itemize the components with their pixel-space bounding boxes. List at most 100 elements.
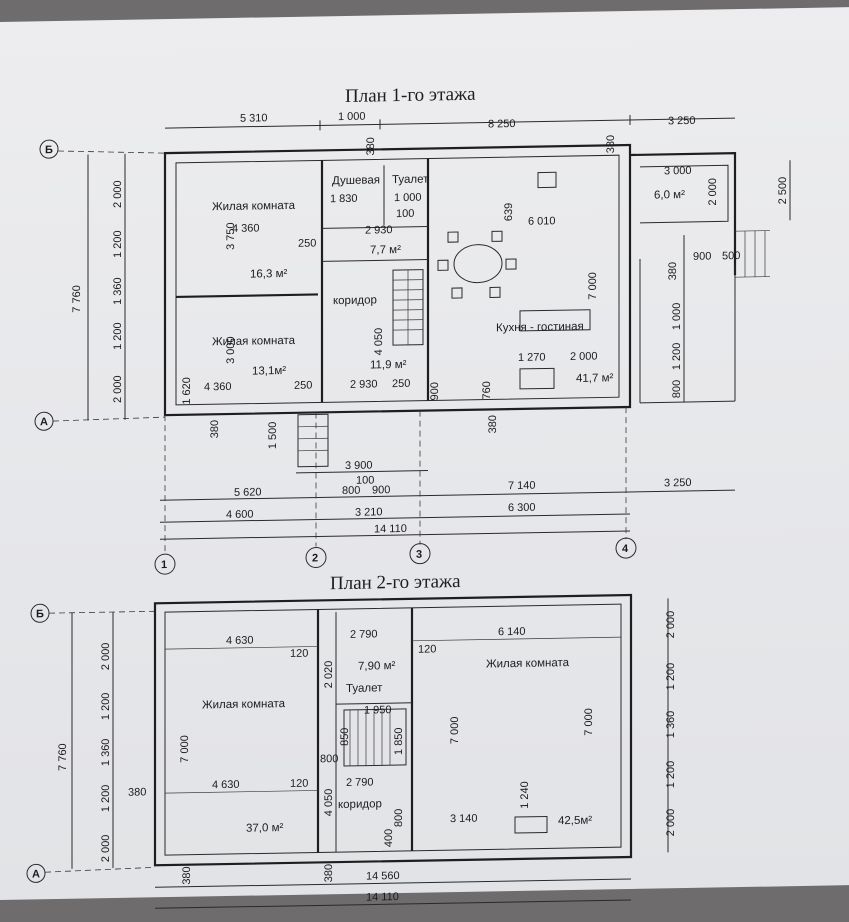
dim-line-bottom-3 xyxy=(160,513,630,523)
misc-dim: 120 xyxy=(418,643,436,655)
dim-top-4: 3 250 xyxy=(668,115,696,127)
sofa xyxy=(519,309,591,332)
room-area: 7,90 м² xyxy=(358,660,395,673)
room-dim: 2 790 xyxy=(346,776,374,788)
room-dim: 4 360 xyxy=(204,381,232,393)
misc-dim: 250 xyxy=(298,237,316,249)
axis-b-label-2: Б xyxy=(36,608,44,620)
dim-right-2-3: 1 360 xyxy=(665,711,677,739)
room-label: Кухня - гостиная xyxy=(496,321,584,335)
misc-dim: 900 xyxy=(429,382,441,401)
room-dim: 7 000 xyxy=(449,716,461,744)
dim-left-2-2: 1 200 xyxy=(100,693,112,721)
misc-dim: 380 xyxy=(365,137,377,156)
room-dim: 850 xyxy=(339,728,351,747)
dim-right-2-5: 2 000 xyxy=(665,809,677,837)
misc-dim: 800 xyxy=(393,809,405,828)
room-dim: 4 630 xyxy=(226,635,254,647)
axis-a-line xyxy=(52,416,166,422)
axis-b-marker xyxy=(39,139,59,159)
room-dim: 7 000 xyxy=(583,708,595,736)
axis-3-label: 3 xyxy=(416,549,422,561)
dim-bottom: 3 210 xyxy=(355,506,383,518)
stove xyxy=(537,171,557,189)
misc-dim: 900 xyxy=(693,251,711,263)
staircase-floor2 xyxy=(343,708,407,767)
wall-wc xyxy=(322,226,428,229)
room-dim: 1 240 xyxy=(519,781,531,809)
axis-2-label: 2 xyxy=(312,552,318,564)
room-dim: 2 930 xyxy=(365,224,393,236)
misc-dim: 1 200 xyxy=(671,343,683,371)
misc-dim: 380 xyxy=(323,864,335,883)
room-area: 37,0 м² xyxy=(246,822,283,835)
dim-left-2-3: 1 360 xyxy=(100,739,112,767)
gridline xyxy=(165,790,318,794)
dim-bottom: 800 xyxy=(342,485,360,497)
axis-a-marker-2 xyxy=(26,863,46,883)
dim-left-total-2: 7 760 xyxy=(57,743,69,771)
room-label: Туалет xyxy=(392,174,429,187)
floor-plans-drawing: План 1-го этажа 5 310 1 000 8 250 3 250 … xyxy=(26,84,791,909)
axis-4-label: 4 xyxy=(622,543,629,555)
room-dim: 2 000 xyxy=(570,351,598,363)
axis-a-label: А xyxy=(40,416,48,428)
room-label: Жилая комната xyxy=(212,200,296,213)
floor2-outer-wall xyxy=(153,593,633,867)
dim-left-total: 7 760 xyxy=(71,285,83,313)
dim-bottom: 5 620 xyxy=(234,486,262,498)
right-steps xyxy=(735,230,770,278)
floor1-top-dimension-line xyxy=(165,117,735,129)
dim-bottom-2-total: 14 110 xyxy=(366,891,399,904)
room-area: 13,1м² xyxy=(252,365,286,378)
room-area: 41,7 м² xyxy=(576,372,613,385)
misc-dim: 120 xyxy=(290,778,308,790)
dim-line-total xyxy=(160,530,630,540)
room-dim: 3 000 xyxy=(664,165,692,177)
room-dim: 2 000 xyxy=(707,178,719,206)
room-dim: 1 000 xyxy=(394,192,422,204)
room-dim: 2 790 xyxy=(350,628,378,640)
misc-dim: 1 000 xyxy=(671,303,683,331)
misc-dim: 250 xyxy=(294,380,312,392)
floor1-inner-wall-line xyxy=(175,154,620,406)
misc-dim: 800 xyxy=(671,380,683,399)
dim-line-2-a xyxy=(155,878,631,888)
dim-left-2: 1 200 xyxy=(112,230,124,258)
room-dim: 1 270 xyxy=(518,351,546,363)
dim-right-2-4: 1 200 xyxy=(665,761,677,789)
misc-dim: 380 xyxy=(181,866,193,885)
room-dim: 800 xyxy=(320,753,338,765)
axis-b-label: Б xyxy=(45,144,53,156)
room-dim: 1 850 xyxy=(393,727,405,755)
terrace-wall xyxy=(640,400,735,404)
axis-b-line-2 xyxy=(49,610,155,614)
dim-bottom: 4 600 xyxy=(226,509,254,521)
gridline xyxy=(412,636,621,642)
drawing-sheet: План 1-го этажа 5 310 1 000 8 250 3 250 … xyxy=(0,7,849,909)
room-dim: 3 000 xyxy=(225,336,237,364)
misc-dim: 400 xyxy=(383,829,395,848)
room-label: коридор xyxy=(333,294,377,307)
misc-dim: 250 xyxy=(392,378,410,390)
dim-porch-depth: 1 500 xyxy=(267,422,279,450)
room-dim: 1 830 xyxy=(330,193,358,205)
room-area: 7,7 м² xyxy=(370,244,401,257)
floor1-terrace-outline xyxy=(630,152,737,276)
gridline xyxy=(165,646,318,650)
dim-bottom: 6 300 xyxy=(508,502,536,514)
room-label: Жилая комната xyxy=(486,657,570,670)
room-label: Туалет xyxy=(346,682,383,695)
fireplace-2 xyxy=(514,815,548,834)
room-dim: 2 930 xyxy=(350,378,378,390)
misc-dim: 639 xyxy=(503,203,515,222)
misc-dim: 100 xyxy=(396,208,414,220)
misc-dim: 760 xyxy=(481,381,493,400)
misc-dim: 380 xyxy=(487,415,499,434)
porch-dim-line xyxy=(296,470,428,474)
dim-total: 14 110 xyxy=(374,523,407,536)
room-label: Жилая комната xyxy=(202,698,286,711)
room-dim: 4 630 xyxy=(212,779,240,791)
axis-3-marker xyxy=(409,543,431,565)
dim-left-2-5: 2 000 xyxy=(100,835,112,863)
